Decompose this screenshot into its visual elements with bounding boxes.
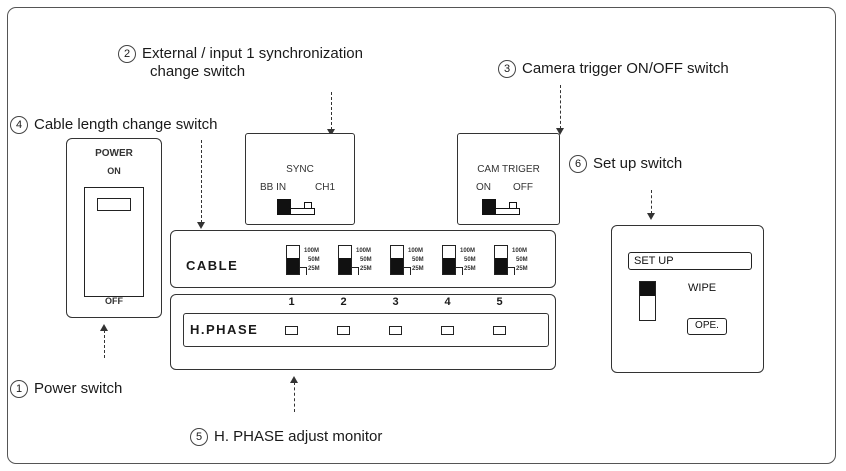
callout-power-label: Power switch [34, 380, 123, 397]
panel-frame [7, 7, 836, 464]
cam-trigger-title: CAM TRIGER [477, 164, 540, 175]
hphase-panel: H.PHASE 1 2 3 4 5 [170, 294, 556, 370]
hphase-monitor-led [337, 326, 350, 335]
sync-slide-switch[interactable] [277, 197, 317, 215]
callout-number: 1 [10, 380, 28, 398]
cam-trigger-off-label: OFF [513, 182, 533, 193]
cable-length-option: 25M [464, 266, 476, 272]
cable-length-option: 25M [308, 266, 320, 272]
ope-button[interactable]: OPE. [687, 318, 727, 335]
callout-power: 1 Power switch [10, 380, 122, 398]
cable-length-switch[interactable]: 100M 50M 25M [286, 245, 334, 279]
hphase-channel-number: 4 [444, 296, 451, 308]
cable-length-option: 100M [304, 248, 320, 254]
callout-hphase-label: H. PHASE adjust monitor [214, 428, 383, 445]
arrow-setup [647, 190, 655, 220]
callout-number: 5 [190, 428, 208, 446]
power-indicator [97, 198, 131, 211]
arrow-sync [327, 92, 335, 136]
hphase-monitor-led [493, 326, 506, 335]
callout-cable-length: 4 Cable length change switch [10, 116, 217, 134]
setup-panel: SET UP WIPE OPE. [611, 225, 764, 373]
cable-length-option: 50M [516, 257, 528, 263]
cable-length-option: 50M [412, 257, 424, 263]
callout-cam-trigger: 3 Camera trigger ON/OFF switch [498, 60, 729, 78]
callout-setup-label: Set up switch [593, 155, 683, 172]
hphase-monitor-led [441, 326, 454, 335]
arrow-power [100, 324, 108, 358]
cable-length-option: 100M [512, 248, 528, 254]
cable-length-option: 25M [516, 266, 528, 272]
cam-trigger-on-label: ON [476, 182, 491, 193]
arrow-cable-length [197, 140, 205, 229]
hphase-title: H.PHASE [190, 322, 259, 337]
hphase-channel-number: 5 [496, 296, 503, 308]
setup-title: SET UP [634, 255, 674, 267]
cable-switch-lever [442, 245, 456, 275]
callout-sync-label-1: External / input 1 synchronization [142, 45, 363, 62]
callout-number: 6 [569, 155, 587, 173]
callout-cable-length-label: Cable length change switch [34, 116, 218, 133]
cable-length-option: 25M [412, 266, 424, 272]
hphase-channel-number: 2 [340, 296, 347, 308]
sync-title: SYNC [286, 164, 314, 175]
hphase-channel-number: 1 [288, 296, 295, 308]
cable-switch-lever [338, 245, 352, 275]
callout-sync: 2 External / input 1 synchronization chan… [118, 45, 363, 80]
cable-length-option: 50M [360, 257, 372, 263]
cable-switch-lever [494, 245, 508, 275]
power-on-label: ON [107, 166, 121, 176]
wipe-toggle-switch[interactable] [639, 281, 656, 321]
cable-length-option: 100M [460, 248, 476, 254]
sync-bb-in-label: BB IN [260, 182, 287, 193]
cable-length-switch[interactable]: 100M 50M 25M [338, 245, 386, 279]
power-rocker-switch[interactable] [84, 187, 144, 297]
power-title: POWER [95, 148, 133, 159]
callout-sync-label-2: change switch [150, 63, 246, 80]
cable-length-option: 50M [308, 257, 320, 263]
cable-length-option: 50M [464, 257, 476, 263]
power-off-label: OFF [105, 296, 123, 306]
hphase-channel-number: 3 [392, 296, 399, 308]
cable-switch-lever [286, 245, 300, 275]
cam-trigger-panel: CAM TRIGER ON OFF [457, 133, 560, 225]
cable-length-switch[interactable]: 100M 50M 25M [442, 245, 490, 279]
cable-switch-lever [390, 245, 404, 275]
wipe-label: WIPE [688, 282, 717, 294]
power-panel: POWER ON OFF [66, 138, 162, 318]
cable-length-switch[interactable]: 100M 50M 25M [390, 245, 438, 279]
cable-length-switch[interactable]: 100M 50M 25M [494, 245, 542, 279]
callout-hphase: 5 H. PHASE adjust monitor [190, 428, 382, 446]
arrow-hphase [290, 376, 298, 412]
cable-title: CABLE [186, 258, 239, 273]
callout-number: 2 [118, 45, 136, 63]
cable-length-option: 100M [408, 248, 424, 254]
setup-title-box: SET UP [628, 252, 752, 270]
callout-number: 4 [10, 116, 28, 134]
cam-trigger-slide-switch[interactable] [482, 197, 522, 215]
cable-length-option: 100M [356, 248, 372, 254]
arrow-cam-trigger [556, 85, 564, 135]
callout-setup: 6 Set up switch [569, 155, 682, 173]
hphase-monitor-led [285, 326, 298, 335]
hphase-monitor-led [389, 326, 402, 335]
sync-panel: SYNC BB IN CH1 [245, 133, 355, 225]
callout-cam-trigger-label: Camera trigger ON/OFF switch [522, 60, 729, 77]
callout-number: 3 [498, 60, 516, 78]
hphase-inner-frame [183, 313, 549, 347]
sync-ch1-label: CH1 [315, 182, 336, 193]
cable-length-option: 25M [360, 266, 372, 272]
